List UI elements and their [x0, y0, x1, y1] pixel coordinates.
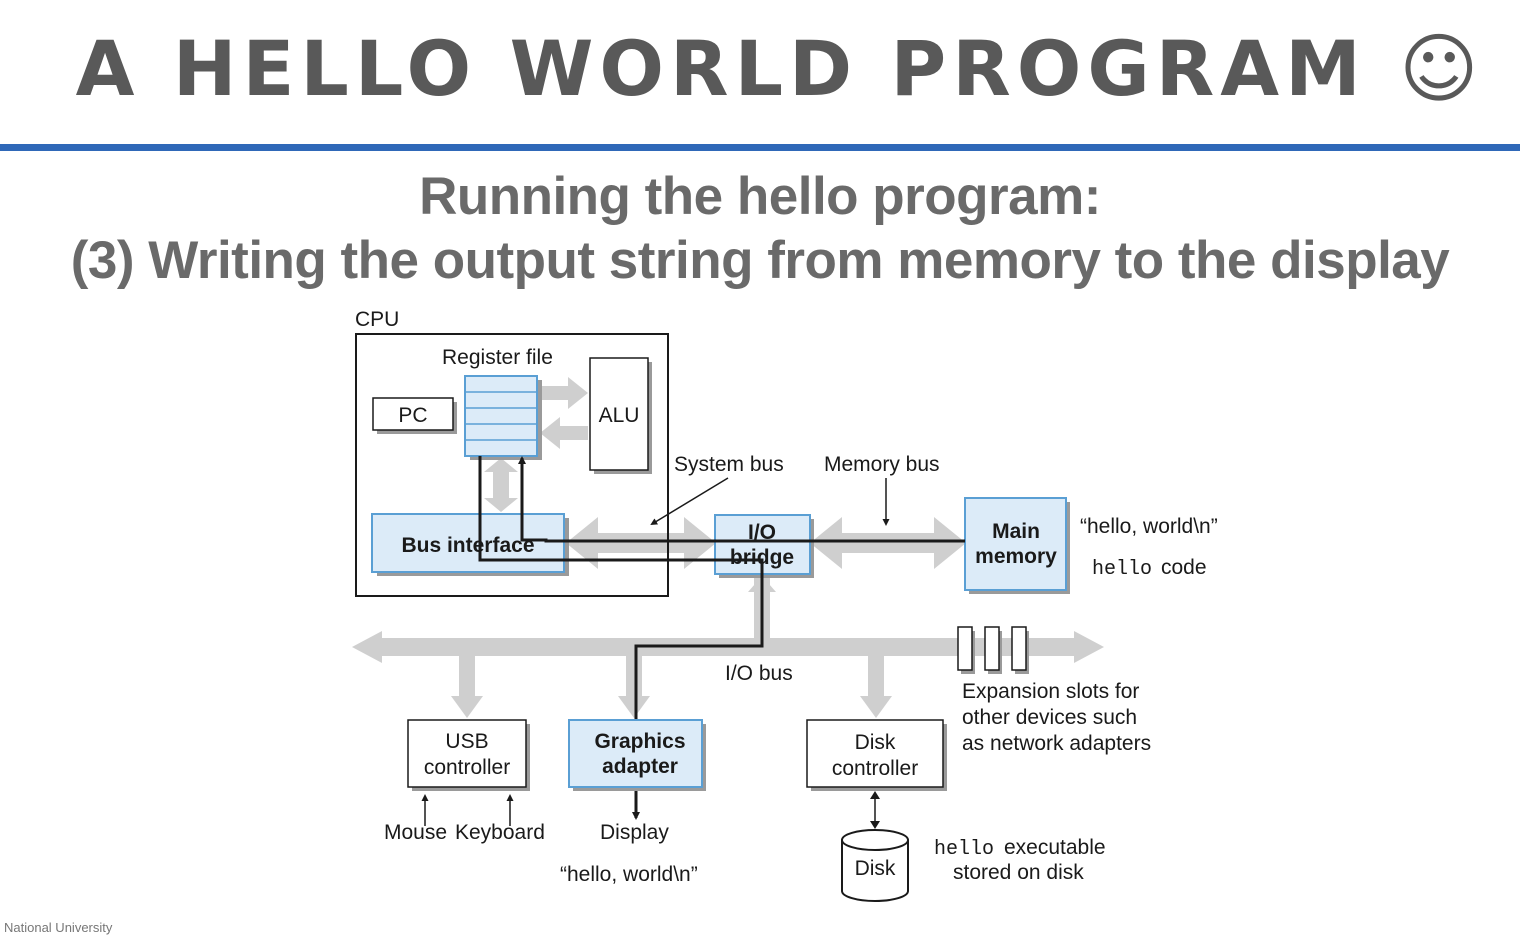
system-bus-label: System bus — [674, 453, 784, 476]
alu-to-register — [540, 417, 588, 449]
slide-title: A HELLO WORLD PROGRAM ☺ — [75, 24, 1485, 113]
io-bridge-line-1: I/O — [748, 521, 776, 544]
io-bus-to-disk-controller — [860, 696, 892, 718]
main-memory-line-2: memory — [975, 545, 1057, 568]
alu-label: ALU — [599, 404, 640, 427]
memory-bus-label: Memory bus — [824, 453, 940, 476]
cpu-box — [355, 333, 669, 597]
alu-box — [589, 357, 649, 471]
usb-line-2: controller — [424, 756, 510, 779]
io-bus-to-graphics — [618, 696, 650, 718]
memory-code-mono: hello — [1092, 558, 1152, 581]
main-memory-line-1: Main — [992, 520, 1040, 543]
system-bus — [566, 517, 716, 569]
display-label: Display — [600, 821, 669, 844]
mouse-label: Mouse — [384, 821, 447, 844]
io-bridge-line-2: bridge — [730, 546, 794, 569]
keyboard-label: Keyboard — [455, 821, 545, 844]
register-bus-link — [484, 458, 518, 512]
subtitle-line-2: (3) Writing the output string from memor… — [70, 231, 1450, 290]
register-to-alu — [540, 377, 588, 409]
system-bus-pointer — [650, 477, 729, 526]
usb-line-1: USB — [445, 730, 488, 753]
expansion-line-3: as network adapters — [962, 732, 1151, 755]
graphics-adapter — [568, 719, 703, 788]
expansion-line-1: Expansion slots for — [962, 680, 1139, 703]
bus-interface-label: Bus interface — [401, 534, 534, 557]
main-memory — [964, 497, 1067, 591]
disk-note-line-2: stored on disk — [953, 861, 1084, 884]
pc-label: PC — [398, 404, 427, 427]
register-to-display-path — [478, 456, 764, 820]
display-string: “hello, world\n” — [560, 863, 698, 886]
usb-controller — [407, 719, 527, 788]
memory-to-register-path — [518, 456, 965, 543]
data-path — [478, 456, 965, 820]
register-file-rows — [465, 391, 537, 441]
memory-code-text: code — [1161, 556, 1207, 579]
subtitle-line-1: Running the hello program: — [419, 167, 1101, 226]
disk-note-mono: hello — [934, 838, 994, 861]
graphics-line-2: adapter — [602, 755, 678, 778]
register-file-label: Register file — [442, 346, 553, 369]
expansion-line-2: other devices such — [962, 706, 1137, 729]
io-bus-label: I/O bus — [725, 662, 793, 685]
io-bus-to-usb — [451, 696, 483, 718]
title-divider — [0, 144, 1520, 151]
bus-interface — [371, 513, 565, 573]
pc-register — [372, 397, 454, 431]
disk-controller-line-1: Disk — [855, 731, 896, 754]
register-file — [464, 375, 538, 457]
graphics-line-1: Graphics — [594, 730, 685, 753]
cpu-label: CPU — [355, 308, 399, 331]
disk-cylinder — [841, 829, 909, 902]
disk-controller — [806, 719, 944, 788]
expansion-slots — [957, 626, 1029, 674]
memory-string: “hello, world\n” — [1080, 515, 1218, 538]
disk-note-text: executable — [1004, 836, 1106, 859]
disk-label: Disk — [855, 857, 896, 880]
disk-controller-line-2: controller — [832, 757, 918, 780]
memory-bus — [810, 517, 966, 569]
